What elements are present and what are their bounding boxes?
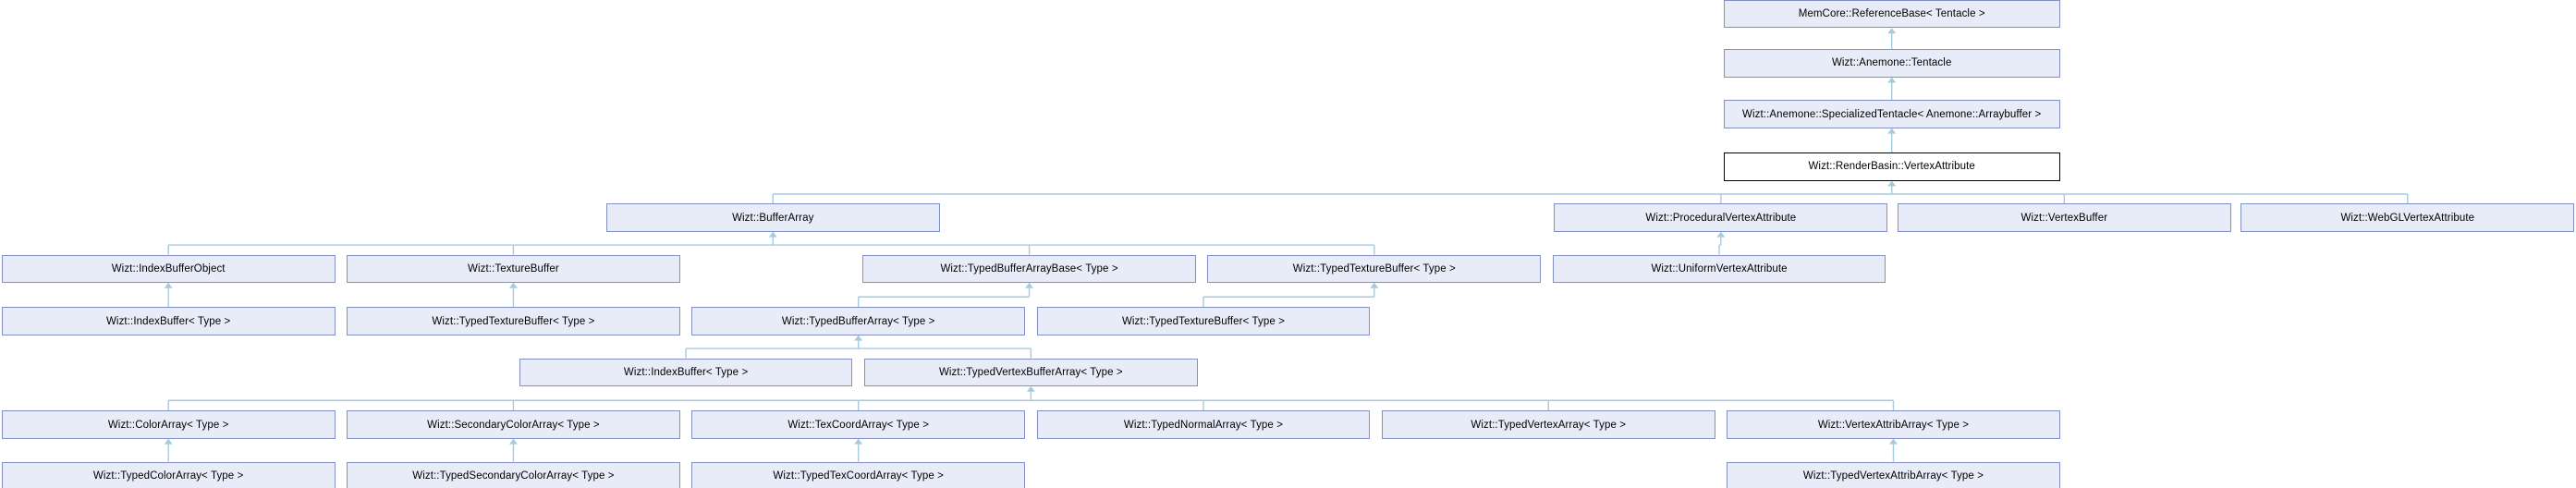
class-node[interactable]: Wizt::TypedBufferArrayBase< Type > [862, 254, 1196, 283]
class-node[interactable]: Wizt::TypedTextureBuffer< Type > [1207, 254, 1542, 283]
class-node[interactable]: Wizt::ProceduralVertexAttribute [1554, 203, 1888, 232]
class-node[interactable]: Wizt::TypedTextureBuffer< Type > [347, 307, 680, 336]
class-node[interactable]: Wizt::TypedBufferArray< Type > [691, 307, 1026, 336]
class-node-label: Wizt::TypedTextureBuffer< Type > [432, 315, 595, 327]
class-node-label: Wizt::TextureBuffer [468, 262, 559, 274]
edge-arrowhead [768, 231, 777, 238]
edge-arrowhead [1026, 385, 1035, 392]
edge-arrowhead [164, 282, 173, 288]
class-node[interactable]: Wizt::IndexBuffer< Type > [519, 358, 853, 386]
class-node[interactable]: Wizt::TypedTextureBuffer< Type > [1036, 307, 1371, 336]
class-node-label: Wizt::TypedNormalArray< Type > [1123, 419, 1284, 431]
class-node[interactable]: Wizt::WebGLVertexAttribute [2240, 203, 2575, 232]
class-node-label: Wizt::IndexBuffer< Type > [105, 315, 231, 327]
edge-arrowhead [1887, 77, 1897, 83]
class-node[interactable]: Wizt::TypedVertexBufferArray< Type > [863, 358, 1198, 386]
edge-arrowhead [1887, 180, 1897, 187]
class-node-label: Wizt::IndexBuffer< Type > [623, 366, 749, 378]
class-node[interactable]: MemCore::ReferenceBase< Tentacle > [1723, 0, 2060, 29]
edge-arrowhead [1888, 438, 1898, 445]
class-node-label: Wizt::TypedSecondaryColorArray< Type > [412, 470, 615, 482]
class-node-label: Wizt::TypedBufferArrayBase< Type > [940, 262, 1118, 274]
class-node[interactable]: Wizt::TypedTexCoordArray< Type > [691, 461, 1026, 488]
class-node-label: Wizt::TypedVertexArray< Type > [1471, 419, 1627, 431]
class-node-label: Wizt::RenderBasin::VertexAttribute [1808, 161, 1975, 173]
class-node-label: Wizt::TypedColorArray< Type > [92, 470, 244, 482]
class-node-label: Wizt::TypedTextureBuffer< Type > [1121, 315, 1285, 327]
class-node-label: Wizt::ColorArray< Type > [107, 419, 229, 431]
class-node-label: Wizt::TexCoordArray< Type > [787, 419, 930, 431]
class-node-label: Wizt::BufferArray [732, 212, 814, 224]
class-node[interactable]: Wizt::VertexBuffer [1897, 203, 2231, 232]
class-node-label: Wizt::TypedTextureBuffer< Type > [1292, 262, 1456, 274]
class-node-label: Wizt::IndexBufferObject [111, 262, 226, 274]
class-node-label: MemCore::ReferenceBase< Tentacle > [1798, 8, 1985, 20]
edge-arrowhead [1025, 282, 1034, 288]
class-node-label: Wizt::Anemone::SpecializedTentacle< Anem… [1742, 108, 2042, 120]
class-node[interactable]: Wizt::TypedVertexAttribArray< Type > [1727, 461, 2060, 488]
class-node[interactable]: Wizt::Anemone::SpecializedTentacle< Anem… [1723, 100, 2060, 128]
edge-arrowhead [164, 438, 173, 445]
edge-arrowhead [1716, 231, 1726, 238]
class-node-label: Wizt::TypedVertexAttribArray< Type > [1802, 470, 1984, 482]
edge-arrowhead [1370, 282, 1379, 288]
class-node[interactable]: Wizt::UniformVertexAttribute [1552, 254, 1886, 283]
class-node[interactable]: Wizt::RenderBasin::VertexAttribute [1723, 152, 2060, 181]
class-node-label: Wizt::TypedTexCoordArray< Type > [773, 470, 944, 482]
edge-arrowhead [508, 282, 518, 288]
class-node-label: Wizt::VertexAttribArray< Type > [1817, 419, 1970, 431]
class-node-label: Wizt::Anemone::Tentacle [1831, 57, 1952, 69]
class-node[interactable]: Wizt::IndexBufferObject [1, 254, 336, 283]
class-node-label: Wizt::ProceduralVertexAttribute [1645, 212, 1797, 224]
class-node[interactable]: Wizt::TypedColorArray< Type > [1, 461, 336, 488]
edge-arrowhead [508, 438, 518, 445]
class-node-label: Wizt::TypedBufferArray< Type > [781, 315, 935, 327]
edge-arrowhead [1887, 128, 1897, 134]
class-node[interactable]: Wizt::SecondaryColorArray< Type > [347, 410, 680, 439]
class-node-label: Wizt::VertexBuffer [2021, 212, 2108, 224]
edge-arrowhead [1887, 28, 1897, 34]
class-node[interactable]: Wizt::TypedSecondaryColorArray< Type > [347, 461, 680, 488]
class-node[interactable]: Wizt::ColorArray< Type > [1, 410, 336, 439]
edge-arrowhead [854, 335, 863, 341]
class-node-label: Wizt::SecondaryColorArray< Type > [427, 419, 600, 431]
class-node-label: Wizt::WebGLVertexAttribute [2340, 212, 2475, 224]
class-node[interactable]: Wizt::TypedNormalArray< Type > [1036, 410, 1371, 439]
class-node[interactable]: Wizt::TextureBuffer [347, 254, 680, 283]
class-node[interactable]: Wizt::BufferArray [605, 203, 940, 232]
class-node-label: Wizt::UniformVertexAttribute [1651, 262, 1788, 274]
class-node[interactable]: Wizt::IndexBuffer< Type > [1, 307, 336, 336]
class-node-label: Wizt::TypedVertexBufferArray< Type > [938, 366, 1123, 378]
edge-arrowhead [854, 438, 863, 445]
class-node[interactable]: Wizt::TypedVertexArray< Type > [1381, 410, 1715, 439]
class-node[interactable]: Wizt::TexCoordArray< Type > [691, 410, 1026, 439]
class-node[interactable]: Wizt::VertexAttribArray< Type > [1727, 410, 2060, 439]
class-node[interactable]: Wizt::Anemone::Tentacle [1723, 49, 2060, 78]
